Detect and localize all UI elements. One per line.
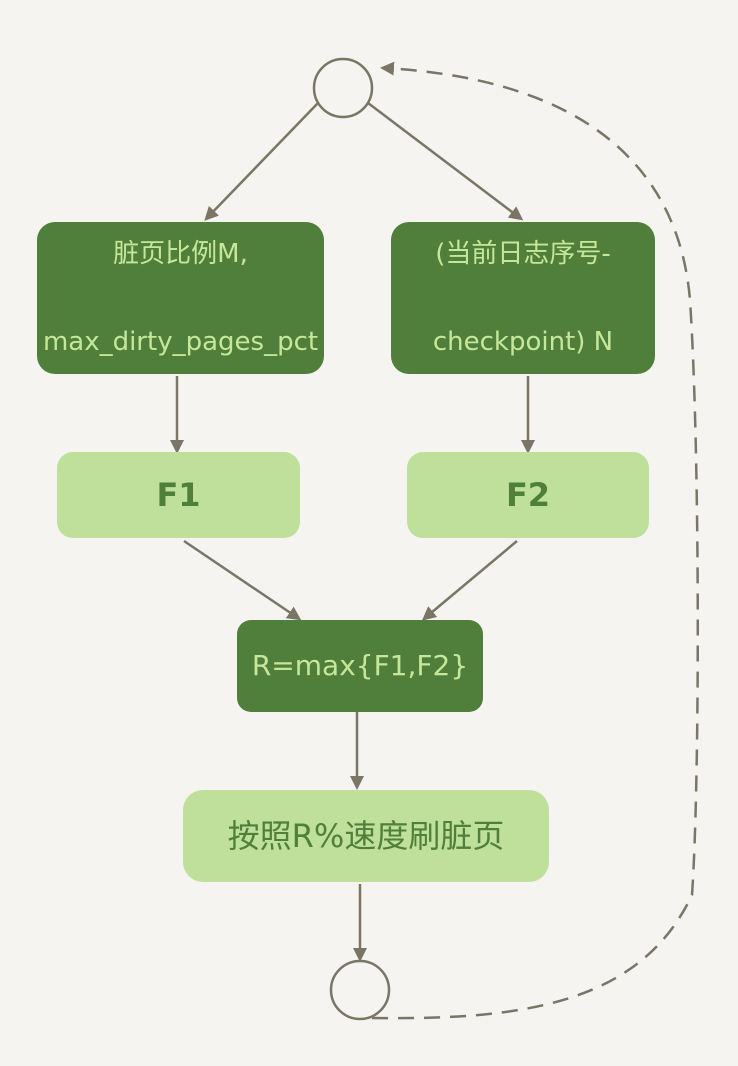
f2-box: F2 <box>407 452 649 538</box>
arrow-start-to-dirty-ratio <box>204 102 319 221</box>
flush-box: 按照R%速度刷脏页 <box>183 790 549 882</box>
flush-label: 按照R%速度刷脏页 <box>227 817 505 855</box>
max-r-label: R=max{F1,F2} <box>251 649 469 682</box>
arrow-start-to-lsn-diff <box>367 102 524 221</box>
arrow-f1-to-max-r <box>183 539 302 621</box>
dirty-ratio-line2: max_dirty_pages_pct <box>42 327 319 358</box>
max-r-box: R=max{F1,F2} <box>237 620 483 712</box>
dirty-ratio-line1: 脏页比例M, <box>113 238 248 269</box>
lsn-diff-line2: checkpoint) N <box>432 327 614 358</box>
lsn-diff-box: (当前日志序号- checkpoint) N <box>391 222 655 374</box>
loop-back-dashed-arrow <box>371 61 700 1020</box>
end-node <box>329 959 391 1021</box>
f2-label: F2 <box>505 476 551 514</box>
f1-label: F1 <box>156 476 201 514</box>
f1-box: F1 <box>57 452 300 538</box>
arrow-f2-to-max-r <box>421 540 518 621</box>
start-node <box>312 57 374 119</box>
dirty-ratio-box: 脏页比例M, max_dirty_pages_pct <box>37 222 324 374</box>
lsn-diff-line1: (当前日志序号- <box>435 238 611 269</box>
